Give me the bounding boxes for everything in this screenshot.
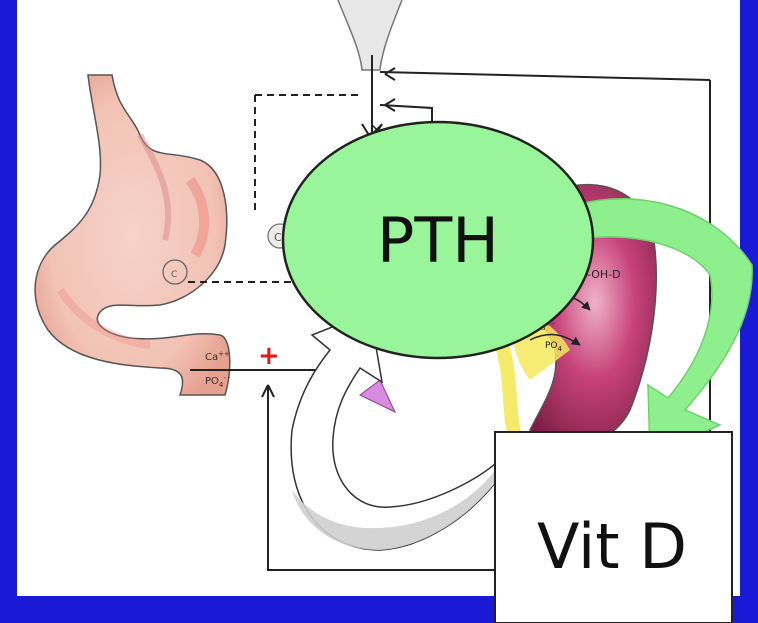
stomach-illustration: C bbox=[35, 75, 230, 395]
triangle-marker bbox=[360, 380, 395, 412]
vit-d-label: Vit D bbox=[537, 510, 687, 583]
stomach-c-label: C bbox=[171, 270, 177, 280]
pth-label: PTH bbox=[377, 204, 499, 277]
parathyroid-structure bbox=[338, 0, 402, 70]
gland-c-label: C bbox=[274, 231, 282, 244]
plus-sign: + bbox=[258, 341, 280, 371]
